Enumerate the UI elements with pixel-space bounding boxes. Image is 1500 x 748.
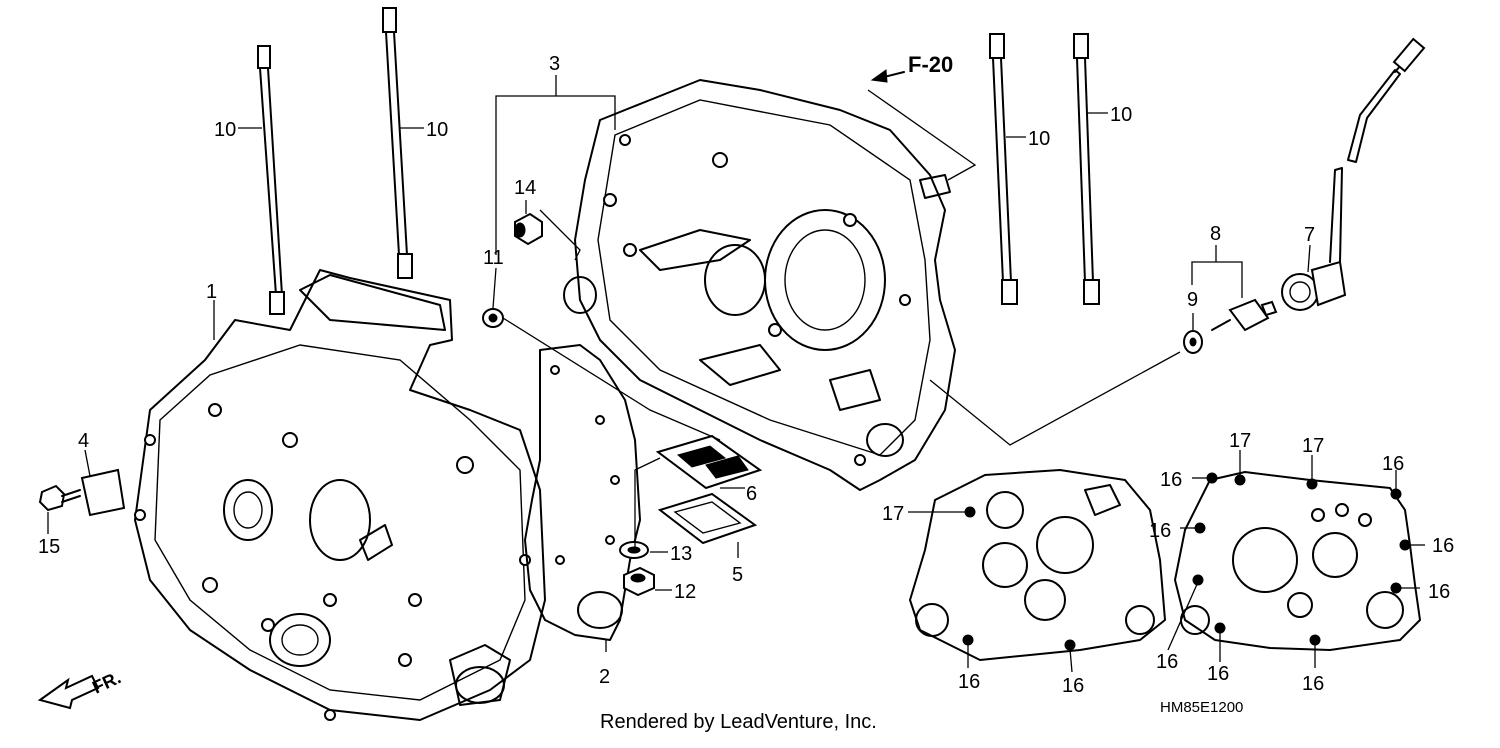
callout-16-j: 16 [1432,535,1454,557]
sealing-washer [619,541,649,559]
callout-16-h: 16 [1382,453,1404,475]
gasket-left-cover [909,469,1166,661]
front-direction-arrow: FR. [37,667,124,710]
credit-text: Rendered by LeadVenture, Inc. [600,711,877,733]
right-crankcase [563,79,956,491]
callout-16-f: 16 [1160,469,1182,491]
callout-16-c: 16 [1156,651,1178,673]
flange-bolt [38,484,81,512]
callout-10-right-1: 10 [1028,128,1050,150]
neutral-switch [1211,298,1278,332]
callout-16-a: 16 [958,671,980,693]
stud-bolt-left-2 [382,7,413,279]
callout-4: 4 [78,430,89,452]
dowel-pin [514,212,543,246]
callout-10-left-1: 10 [214,119,236,141]
callout-5: 5 [732,564,743,586]
callout-3: 3 [549,53,560,75]
callout-8: 8 [1210,223,1221,245]
stud-bolt-right-2 [1073,33,1100,305]
cover-plate [80,468,126,517]
callout-2: 2 [599,666,610,688]
callout-17-c: 17 [1302,435,1324,457]
callout-9: 9 [1187,289,1198,311]
callout-17-a: 17 [882,503,904,525]
callout-7: 7 [1304,224,1315,246]
callout-16-d: 16 [1207,663,1229,685]
callout-14: 14 [514,177,536,199]
callout-16-i: 16 [1428,581,1450,603]
reference-label: F-20 [908,52,953,77]
leader-lines [47,75,1425,673]
diagram-code: HM85E1200 [1160,699,1243,716]
breather-tube [1281,37,1426,311]
drain-bolt [623,566,655,597]
callout-13: 13 [670,543,692,565]
switch-washer [1183,330,1203,354]
callout-17-b: 17 [1229,430,1251,452]
callout-6: 6 [746,483,757,505]
callout-16-e: 16 [1302,673,1324,695]
front-label: FR. [89,667,124,697]
callout-16-g: 16 [1149,520,1171,542]
callout-10-left-2: 10 [426,119,448,141]
strainer-screen [655,434,763,490]
strainer-plate [657,492,758,545]
callout-15: 15 [38,536,60,558]
callout-1: 1 [206,281,217,303]
stud-bolt-left-1 [257,45,285,315]
callout-16-b: 16 [1062,675,1084,697]
callout-11: 11 [483,247,504,269]
callout-12: 12 [674,581,696,603]
reference-arrow: F-20 [870,52,953,83]
crankcase-gasket [524,344,641,641]
stud-bolt-right-1 [989,33,1018,305]
oil-seal [482,308,504,328]
left-crankcase [134,269,546,721]
gasket-right-cover [1174,471,1421,651]
callout-10-right-2: 10 [1110,104,1132,126]
